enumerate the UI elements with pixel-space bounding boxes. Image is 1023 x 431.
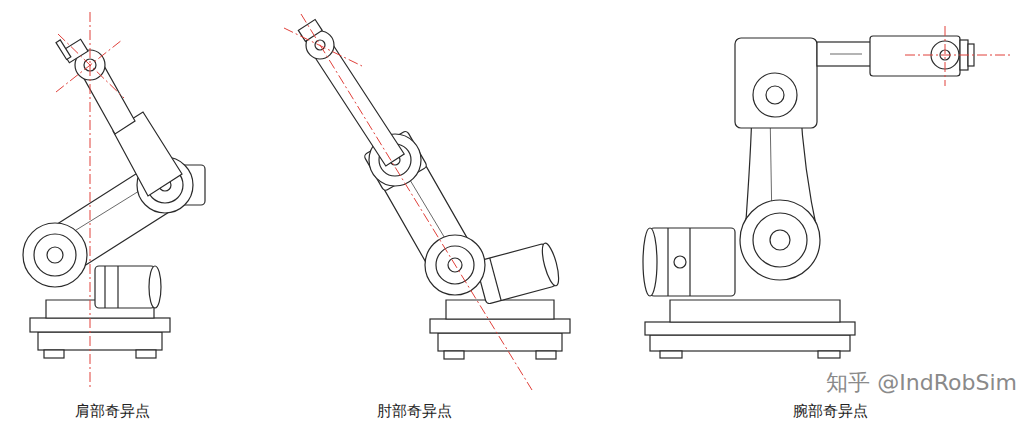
robot-shoulder-part bbox=[117, 266, 118, 308]
robot-elbow-part-part bbox=[539, 242, 562, 288]
robot-shoulder-part bbox=[47, 247, 63, 263]
robot-wrist-part bbox=[667, 228, 668, 296]
robot-shoulder-part bbox=[149, 266, 161, 308]
caption-label: 腕部奇异点 bbox=[793, 402, 868, 420]
watermark: 知乎 @IndRobSim bbox=[826, 370, 1017, 396]
robot-elbow-part bbox=[438, 333, 562, 351]
robot-shoulder-part bbox=[23, 223, 87, 287]
robot-wrist-part bbox=[689, 228, 690, 296]
robot-wrist-part bbox=[770, 230, 790, 250]
singularity-axis-part bbox=[945, 26, 946, 86]
robot-elbow-part bbox=[536, 351, 556, 359]
singularity-axis-part bbox=[301, 14, 532, 390]
singularity-axis bbox=[56, 12, 124, 390]
robot-shoulder-part bbox=[80, 59, 135, 134]
robot-wrist-part bbox=[643, 228, 657, 296]
singularity-axis-part bbox=[90, 12, 91, 390]
robot-elbow-part-part bbox=[490, 258, 501, 301]
robot-wrist-part bbox=[753, 73, 797, 117]
robot-shoulder-part bbox=[34, 234, 76, 276]
robot-wrist-part bbox=[645, 322, 855, 335]
robot-wrist-part bbox=[870, 36, 960, 76]
robot-wrist-part bbox=[740, 200, 820, 280]
robot-wrist-part bbox=[753, 213, 807, 267]
robot-wrist-part bbox=[670, 300, 840, 322]
singularity-axis-part bbox=[284, 28, 362, 66]
robot-shoulder-part bbox=[136, 350, 156, 358]
robot-shoulder-part bbox=[44, 350, 64, 358]
robot-wrist-part bbox=[817, 42, 875, 66]
robot-elbow-part bbox=[430, 319, 570, 333]
robot-elbow-part bbox=[444, 351, 464, 359]
singularity-axis-part bbox=[905, 55, 1012, 56]
singularity-axis-part bbox=[58, 34, 124, 98]
robot-wrist-part bbox=[674, 256, 686, 268]
singularity-axis bbox=[905, 26, 1012, 86]
robot-wrist-part bbox=[830, 54, 862, 55]
singularity-axis-part bbox=[56, 40, 122, 92]
singularity-axis bbox=[284, 14, 532, 390]
robot-elbow-part bbox=[298, 20, 322, 42]
robot-shoulder-part bbox=[104, 266, 105, 308]
robot-shoulder-part bbox=[38, 332, 162, 350]
caption-label: 肩部奇异点 bbox=[75, 402, 150, 420]
robot-wrist-part bbox=[650, 335, 850, 351]
robot-wrist-part bbox=[660, 351, 682, 358]
robot-wrist bbox=[643, 36, 974, 358]
robot-elbow-part bbox=[475, 242, 562, 305]
robot-shoulder-part bbox=[95, 266, 155, 308]
robot-wrist-part bbox=[818, 351, 840, 358]
robot-shoulder bbox=[23, 39, 205, 358]
robot-elbow-part bbox=[446, 300, 554, 319]
robot-wrist-part bbox=[766, 86, 784, 104]
robot-shoulder-part bbox=[30, 318, 170, 332]
robot-wrist-part bbox=[650, 228, 735, 296]
robot-wrist-part bbox=[735, 38, 817, 128]
robot-shoulder-part bbox=[56, 40, 71, 60]
caption-label: 肘部奇异点 bbox=[377, 402, 452, 420]
robot-elbow bbox=[298, 20, 570, 359]
